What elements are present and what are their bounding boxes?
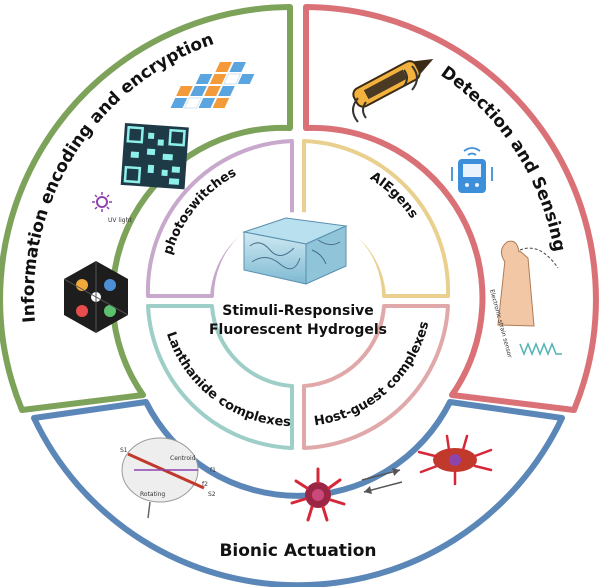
- signal-waves-icon-left: [352, 97, 367, 123]
- starfish-actuator-icon: [290, 467, 346, 522]
- wireless-device-icon: [451, 147, 493, 193]
- pen-sensor-icon: [352, 59, 434, 108]
- center-title-line1: Stimuli-Responsive: [222, 303, 374, 319]
- centroid-label: Centroid: [170, 455, 196, 462]
- rotating-label: Rotating: [140, 491, 165, 498]
- s1-label: S1: [120, 447, 128, 454]
- f2-label: f2: [202, 481, 208, 488]
- qr-code-icon: [120, 123, 189, 190]
- center-title-line2: Fluorescent Hydrogels: [209, 322, 387, 338]
- signal-waves-icon: [403, 65, 418, 91]
- rotating-sphere-icon: Centroid Rotating S1 S2 f1 f2: [120, 437, 216, 519]
- f1-label: f1: [210, 467, 216, 474]
- s2-label: S2: [208, 491, 216, 498]
- host-guest-segment: [302, 304, 450, 450]
- reversible-arrows-icon: [361, 468, 403, 494]
- pixel-pattern-icon: [170, 62, 255, 109]
- spiky-actuator-icon: [417, 434, 493, 486]
- label-actuation: Bionic Actuation: [219, 541, 376, 561]
- lanthanide-segment: [146, 304, 294, 450]
- hydrogel-cube-icon: [242, 217, 348, 285]
- uv-light-icon: [92, 192, 112, 212]
- uv-light-label: UV light: [108, 217, 132, 224]
- cube-puzzle-icon: [63, 261, 129, 333]
